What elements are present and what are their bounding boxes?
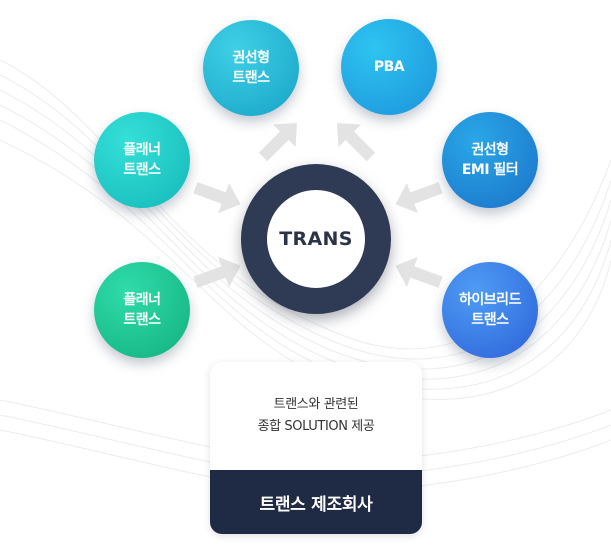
arrow-icon (395, 256, 443, 288)
node-label: 권선형 (232, 50, 270, 66)
node-rkt-emi[interactable]: 권선형 EMI 필터 (442, 112, 538, 208)
node-label: 트랜스 (123, 312, 161, 328)
arrow-icon (337, 123, 376, 162)
arrow-icon (193, 256, 241, 288)
arrow-icon (395, 182, 443, 214)
node-label: EMI 필터 (461, 162, 519, 178)
card-description-line: 종합 SOLUTION 제공 (257, 419, 375, 434)
node-pba[interactable]: PBA (341, 19, 437, 115)
card-description-line: 트랜스와 관련된 (273, 397, 359, 412)
node-label: 권선형 (471, 142, 509, 158)
card-description: 트랜스와 관련된 종합 SOLUTION 제공 (210, 394, 422, 438)
node-label: 트랜스 (123, 162, 161, 178)
summary-card: 트랜스와 관련된 종합 SOLUTION 제공 트랜스 제조회사 (210, 362, 422, 534)
node-label: 플래너 (123, 292, 161, 308)
card-title: 트랜스 제조회사 (210, 470, 422, 534)
node-label: 플래너 (123, 142, 161, 158)
node-label: 하이브리드 (459, 292, 521, 308)
node-label: 트랜스 (232, 70, 270, 86)
node-label: PBA (373, 59, 405, 75)
center-label: TRANS (279, 228, 353, 250)
center-ring: TRANS (241, 164, 391, 314)
arrow-icon (193, 182, 241, 214)
node-label: 트랜스 (471, 312, 509, 328)
arrow-icon (258, 123, 297, 162)
